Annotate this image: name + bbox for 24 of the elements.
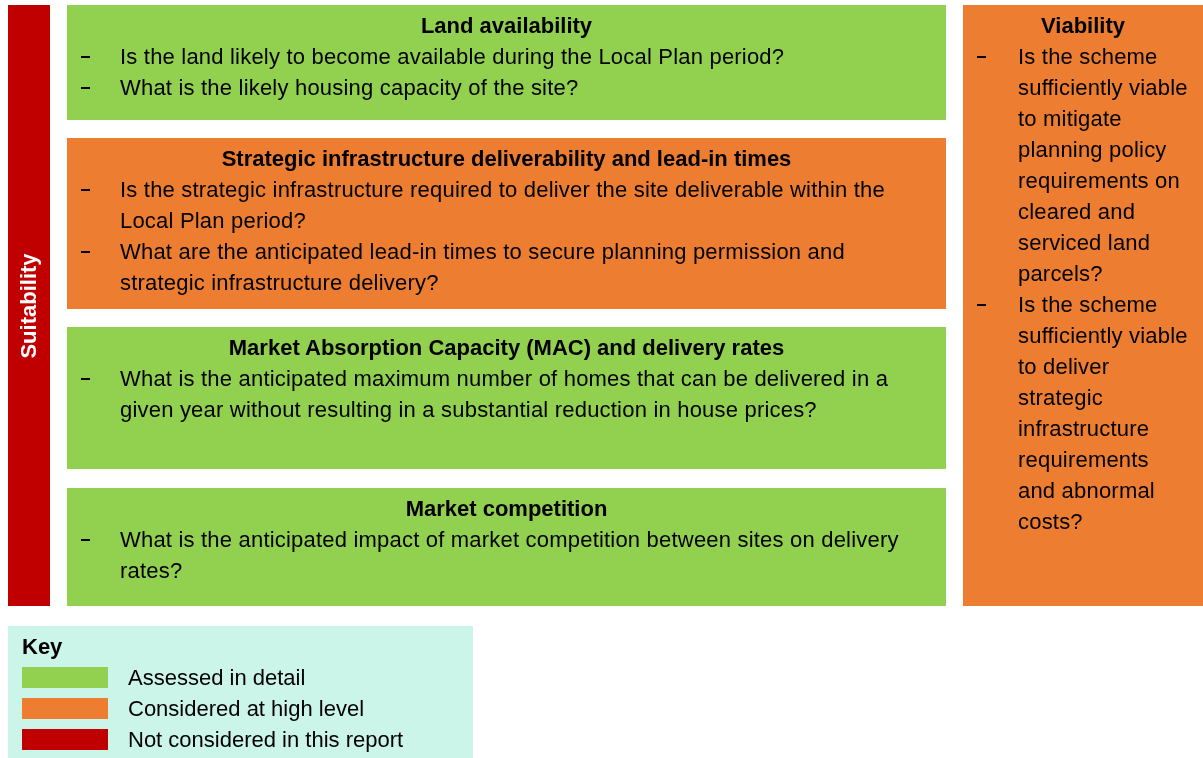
legend-text: Considered at high level [128,695,365,722]
question-text: Is the scheme sufficiently viable to deliver strategic infrastructure requirements and abnormal costs? [1018,291,1189,536]
question-text: What is the likely housing capacity of the site? [120,74,579,102]
question-text: What is the anticipated maximum number of homes that can be delivered in a given year without resulting in a substantial reduction in house prices? [120,365,890,424]
criteria-box [67,5,946,120]
box-heading: Market competition [404,495,609,523]
legend-text: Not considered in this report [128,726,404,753]
criteria-box [67,327,946,469]
box-heading: Strategic infrastructure deliverability and lead-in times [220,145,793,173]
box-heading: Land availability [419,12,594,40]
question-text: Is the strategic infrastructure required to deliver the site deliverable within the Local Plan period? [120,176,886,235]
legend-title: Key [22,633,63,661]
box-heading: Viability [1040,12,1126,40]
question-text: Is the land likely to become available during the Local Plan period? [120,43,785,71]
category-bar [8,5,50,606]
criteria-box [963,5,1203,606]
box-heading: Market Absorption Capacity (MAC) and delivery rates [227,334,786,362]
criteria-box [67,488,946,606]
question-text: What are the anticipated lead-in times to secure planning permission and strategic infrastructure delivery? [120,238,846,297]
legend-text: Assessed in detail [128,664,306,691]
vertical-label: Suitability [16,252,42,359]
question-text: Is the scheme sufficiently viable to mitigate planning policy requirements on cleared and serviced land parcels? [1018,43,1189,288]
question-text: What is the anticipated impact of market competition between sites on delivery rates? [120,526,900,585]
criteria-box [67,138,946,309]
